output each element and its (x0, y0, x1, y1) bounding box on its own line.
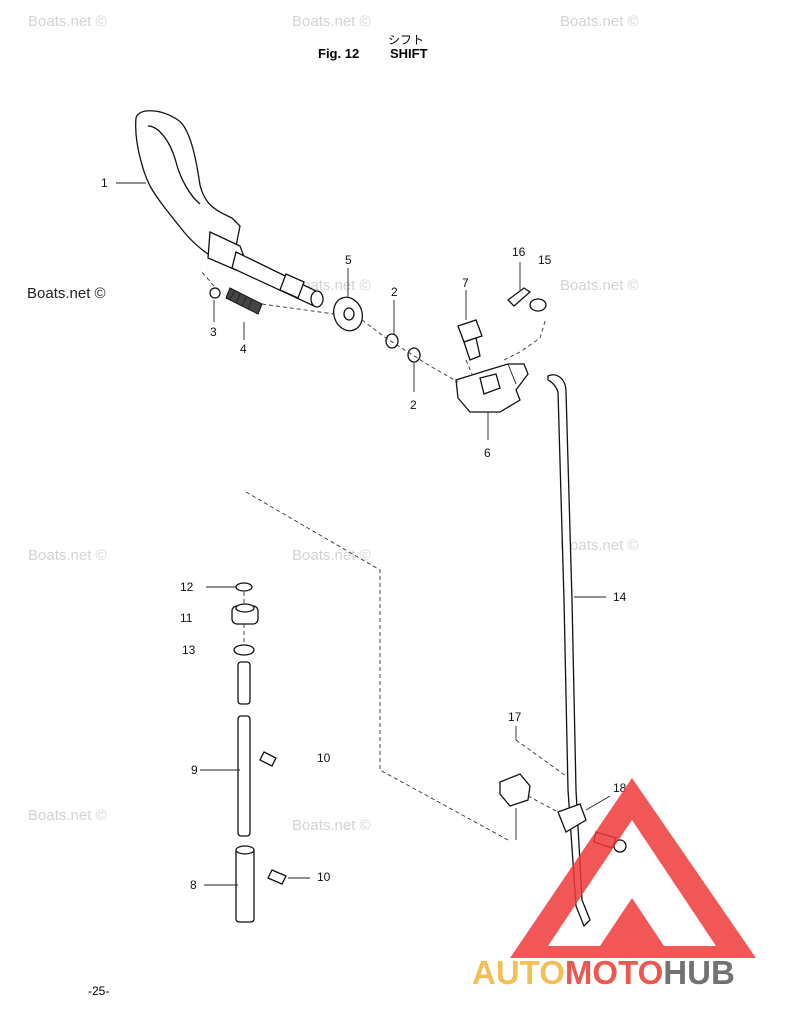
part-o-ring-large (233, 644, 255, 656)
callout-12: 12 (180, 580, 194, 594)
page-number: -25- (88, 984, 109, 998)
logo-text-hub: HUB (663, 954, 735, 991)
watermark: Boats.net © (292, 547, 371, 564)
part-o-ring (235, 582, 253, 592)
callout-1: 1 (101, 176, 108, 190)
figure-title: SHIFT (390, 46, 428, 61)
part-spring (225, 287, 263, 315)
callout-11: 11 (180, 611, 193, 625)
japanese-title: シフト (388, 33, 424, 47)
assembly-lines (199, 269, 567, 841)
watermarks: Boats.net © Boats.net © Boats.net © Boat… (27, 13, 639, 834)
part-connector (499, 773, 531, 807)
watermark: Boats.net © (560, 277, 639, 294)
callout-7: 7 (462, 276, 469, 290)
part-shift-shaft (237, 661, 251, 837)
part-grommet (231, 603, 259, 625)
callout-3: 3 (210, 325, 217, 339)
part-lower-shaft (235, 845, 255, 923)
logo-text-auto: AUTO (472, 954, 565, 991)
part-washer-small (385, 333, 399, 349)
watermark: Boats.net © (292, 817, 371, 834)
watermark: Boats.net © (560, 537, 639, 554)
part-shift-lever (135, 110, 324, 308)
watermark: Boats.net © (28, 807, 107, 824)
figure-label: Fig. 12 (318, 46, 359, 61)
callout-4: 4 (240, 342, 247, 356)
callout-17: 17 (508, 710, 522, 724)
watermark: Boats.net © (28, 13, 107, 30)
part-clip (507, 287, 532, 307)
watermark: Boats.net © (560, 13, 639, 30)
automotohub-logo: AUTOMOTOHUB (472, 778, 756, 991)
callout-9: 9 (191, 763, 198, 777)
part-bushing (529, 298, 547, 312)
part-pin (267, 869, 287, 885)
logo-text-moto: MOTO (565, 954, 663, 991)
part-washer-small (407, 347, 421, 363)
part-rod-joint (557, 803, 587, 833)
part-washer-large (332, 296, 364, 332)
svg-text:AUTOMOTOHUB: AUTOMOTOHUB (472, 954, 735, 991)
callout-15: 15 (538, 253, 552, 267)
callout-10: 10 (317, 751, 331, 765)
watermark: Boats.net © (28, 547, 107, 564)
callouts: 1 3 4 5 2 2 7 6 16 15 14 17 18 12 11 13 … (101, 176, 627, 892)
callout-14: 14 (613, 590, 627, 604)
part-pin (259, 751, 277, 767)
leader-lines (116, 182, 611, 886)
watermark: Boats.net © (292, 13, 371, 30)
callout-16: 16 (512, 245, 526, 259)
callout-6: 6 (484, 446, 491, 460)
callout-2: 2 (410, 398, 417, 412)
part-ball (209, 287, 221, 299)
logo-triangle-icon (510, 778, 756, 958)
callout-2: 2 (391, 285, 398, 299)
watermark: Boats.net © (27, 285, 106, 302)
callout-10: 10 (317, 870, 331, 884)
part-shift-arm (455, 363, 529, 413)
part-shift-rod (547, 374, 591, 928)
callout-5: 5 (345, 253, 352, 267)
part-bolt (457, 319, 483, 361)
callout-8: 8 (190, 878, 197, 892)
callout-13: 13 (182, 643, 196, 657)
